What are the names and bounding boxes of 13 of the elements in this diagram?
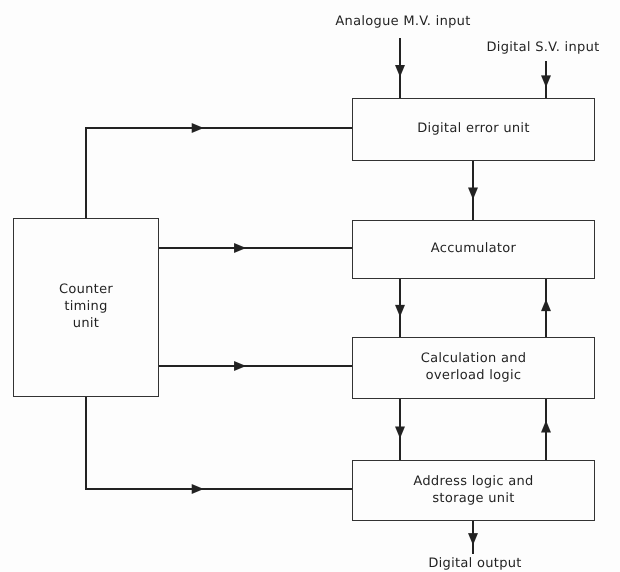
signal-label: Digital output bbox=[428, 556, 522, 572]
box-label: Accumulator bbox=[430, 241, 516, 258]
process-box bbox=[352, 98, 595, 161]
box-label: Address logic and storage unit bbox=[412, 474, 535, 508]
box-label: Counter timing unit bbox=[58, 282, 114, 333]
process-box bbox=[352, 220, 595, 279]
process-box bbox=[352, 460, 595, 521]
process-box bbox=[13, 218, 159, 397]
box-label: Calculation and overload logic bbox=[420, 351, 528, 385]
process-box bbox=[352, 337, 595, 399]
signal-label: Analogue M.V. input bbox=[335, 14, 471, 30]
signal-label: Digital S.V. input bbox=[486, 40, 600, 56]
box-label: Digital error unit bbox=[417, 121, 530, 138]
